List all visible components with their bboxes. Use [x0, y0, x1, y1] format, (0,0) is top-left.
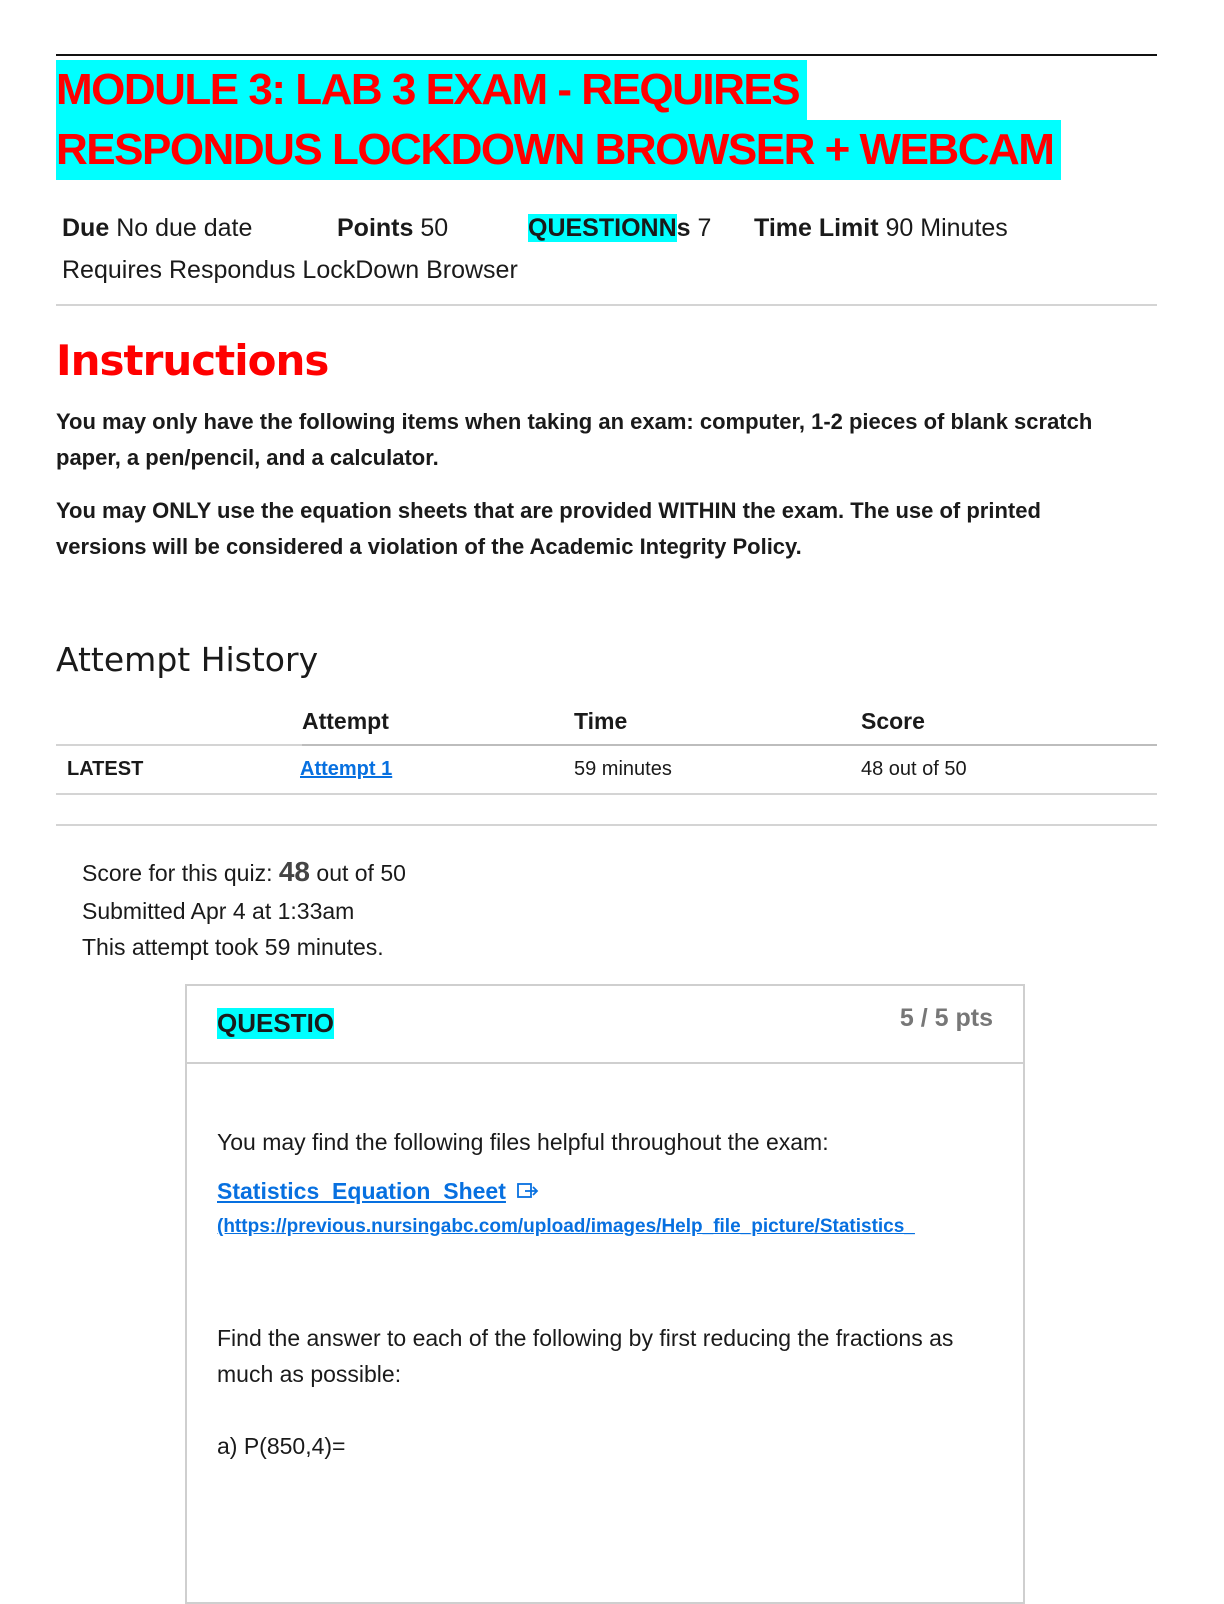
column-header-score: Score — [861, 708, 925, 734]
exam-title: MODULE 3: LAB 3 EXAM - REQUIRES RESPONDU… — [56, 60, 1062, 180]
attempt-history-heading: Attempt History — [56, 640, 319, 679]
exam-title-line1: MODULE 3: LAB 3 EXAM - REQUIRES — [56, 60, 808, 120]
question-points: 5 / 5 pts — [899, 1004, 993, 1032]
question-card: QUESTIO 5 / 5 pts You may find the follo… — [185, 984, 1025, 1604]
questions-value: 7 — [697, 214, 712, 242]
latest-tag: LATEST — [67, 758, 144, 780]
score-prefix: Score for this quiz: — [82, 860, 279, 886]
due-label: Due — [62, 214, 110, 242]
score-value: 48 — [278, 856, 311, 887]
instructions-heading: Instructions — [56, 336, 329, 385]
score-suffix: out of 50 — [310, 860, 406, 886]
points-info: Points 50 — [337, 214, 448, 243]
lockdown-requirement: Requires Respondus LockDown Browser — [62, 256, 518, 284]
summary-divider — [56, 824, 1157, 826]
attempt-cell: Attempt 1 — [300, 758, 392, 781]
time-limit-value: 90 Minutes — [885, 214, 1008, 242]
points-value: 50 — [420, 214, 449, 242]
column-header-attempt: Attempt — [302, 708, 389, 734]
score-cell: 48 out of 50 — [861, 758, 967, 780]
instructions-paragraph-2: You may ONLY use the equation sheets tha… — [56, 498, 1041, 559]
equation-sheet-link-row: Statistics_Equation_Sheet — [217, 1178, 540, 1206]
question-part-a: a) P(850,4)= — [217, 1433, 346, 1459]
questions-info: QUESTIONNs 7 — [528, 214, 711, 243]
instructions-paragraph-1: You may only have the following items wh… — [56, 409, 1093, 470]
table-header-divider-left — [56, 744, 302, 746]
table-header-divider — [302, 744, 1157, 746]
column-header-time: Time — [574, 708, 628, 734]
quiz-score: Score for this quiz: 48 out of 50 — [82, 856, 406, 888]
external-link-icon[interactable] — [516, 1179, 540, 1206]
question-intro: You may find the following files helpful… — [217, 1129, 829, 1155]
attempt-duration: This attempt took 59 minutes. — [82, 934, 384, 960]
time-limit-info: Time Limit 90 Minutes — [754, 214, 1008, 243]
equation-sheet-url[interactable]: (https://previous.nursingabc.com/upload/… — [217, 1216, 915, 1237]
submitted-time: Submitted Apr 4 at 1:33am — [82, 898, 355, 924]
question-header: QUESTIO 5 / 5 pts — [187, 986, 1023, 1064]
question-name: QUESTIO — [217, 1008, 335, 1039]
time-cell: 59 minutes — [574, 758, 672, 780]
table-row-divider — [56, 793, 1157, 795]
top-divider — [56, 54, 1157, 56]
points-label: Points — [337, 214, 414, 242]
meta-divider — [56, 304, 1157, 306]
attempt-1-link[interactable]: Attempt 1 — [300, 758, 393, 780]
equation-sheet-link[interactable]: Statistics_Equation_Sheet — [217, 1178, 506, 1204]
questions-label-suffix: s — [676, 214, 691, 242]
question-prompt: Find the answer to each of the following… — [217, 1325, 954, 1387]
exam-title-line2: RESPONDUS LOCKDOWN BROWSER + WEBCAM — [56, 120, 1062, 180]
time-limit-label: Time Limit — [754, 214, 879, 242]
due-value: No due date — [116, 214, 253, 242]
questions-label: QUESTIONN — [528, 214, 677, 242]
due-info: Due No due date — [62, 214, 252, 243]
